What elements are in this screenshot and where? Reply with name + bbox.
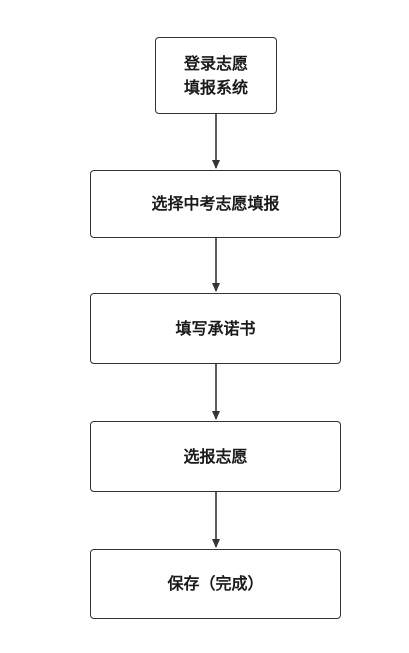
- node-login-system-line-2: 填报系统: [183, 77, 248, 97]
- node-login-system: 登录志愿 填报系统: [155, 37, 277, 114]
- node-select-exam-application-label: 选择中考志愿填报: [151, 194, 280, 213]
- node-save-complete-label: 保存（完成）: [167, 574, 264, 593]
- node-login-system-line-1: 登录志愿: [183, 53, 248, 73]
- node-fill-commitment: 填写承诺书: [90, 293, 341, 364]
- node-choose-preferences-label: 选报志愿: [183, 446, 248, 466]
- node-select-exam-application: 选择中考志愿填报: [90, 170, 341, 238]
- node-fill-commitment-label: 填写承诺书: [175, 318, 256, 338]
- node-save-complete: 保存（完成）: [90, 549, 341, 619]
- node-choose-preferences: 选报志愿: [90, 421, 341, 492]
